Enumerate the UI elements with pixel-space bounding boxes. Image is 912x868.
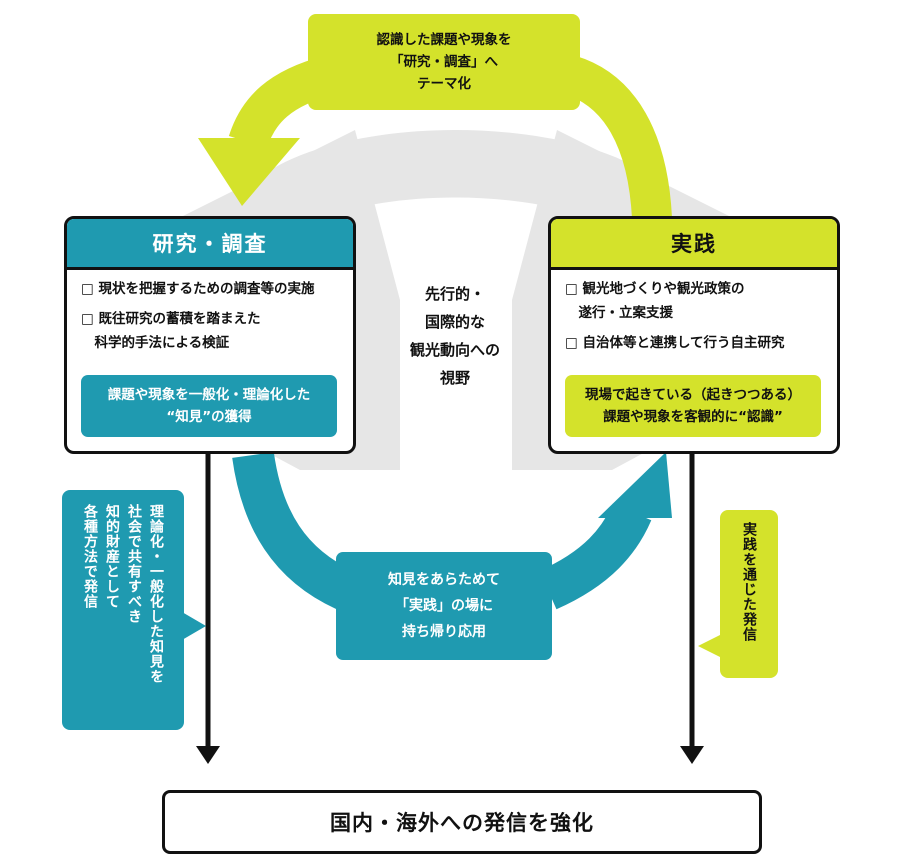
practice-item-policy: □ 観光地づくりや観光政策の 遂行・立案支援 <box>565 277 744 325</box>
apply-knowledge-box: 知見をあらためて 「実践」の場に 持ち帰り応用 <box>336 552 552 660</box>
right-callout-tail <box>698 634 722 658</box>
center-vision-line: 視野 <box>439 369 470 387</box>
center-vision-line: 先行的・ <box>424 285 485 303</box>
center-vision-line: 国際的な <box>424 313 485 331</box>
practice-item-research: □ 自治体等と連携して行う自主研究 <box>565 331 785 355</box>
final-goal-box: 国内・海外への発信を強化 <box>162 790 762 854</box>
research-item-line: 科学的手法による検証 <box>81 335 230 351</box>
left-dissemination-text: 理論化・一般化した知見を 社会で共有すべき 知的財産として 各種方法で発信 <box>79 504 167 716</box>
arrow-to-research-head <box>198 138 300 206</box>
final-goal-text: 国内・海外への発信を強化 <box>330 811 594 835</box>
arc-from-practice <box>563 55 672 220</box>
arc-from-research <box>232 451 355 610</box>
research-output-arrowhead <box>196 746 220 764</box>
research-highlight-line: “知見”の獲得 <box>166 409 252 425</box>
left-callout-column: 知的財産として <box>104 504 120 609</box>
apply-knowledge-line: 「実践」の場に <box>395 598 493 614</box>
top-theme-line: テーマ化 <box>417 76 471 92</box>
research-item-verification: □ 既往研究の蓄積を踏まえた 科学的手法による検証 <box>81 307 260 355</box>
right-dissemination-text: 実践を通じた発信 <box>741 522 757 642</box>
top-theme-line: 「研究・調査」へ <box>390 54 498 70</box>
top-theme-line: 認識した課題や現象を <box>376 32 512 48</box>
practice-highlight-line: 課題や現象を客観的に“認識” <box>603 409 783 425</box>
research-item-survey: □ 現状を把握するための調査等の実施 <box>81 277 314 301</box>
practice-highlight: 現場で起きている（起きつつある） 課題や現象を客観的に“認識” <box>565 375 821 437</box>
research-item-line: □ 現状を把握するための調査等の実施 <box>81 281 315 297</box>
practice-output-arrowhead <box>680 746 704 764</box>
center-vision-text: 先行的・ 国際的な 観光動向への 視野 <box>370 280 540 392</box>
practice-item-line: □ 自治体等と連携して行う自主研究 <box>565 335 785 351</box>
research-panel-title: 研究・調査 <box>67 219 353 270</box>
left-callout-column: 理論化・一般化した知見を <box>148 504 164 684</box>
arrow-to-practice <box>539 503 652 610</box>
left-callout-column: 各種方法で発信 <box>82 504 98 609</box>
practice-panel-title: 実践 <box>551 219 837 270</box>
practice-item-line: □ 観光地づくりや観光政策の <box>565 281 745 297</box>
research-highlight-line: 課題や現象を一般化・理論化した <box>107 387 311 403</box>
arrow-to-practice-head <box>598 452 672 518</box>
apply-knowledge-line: 持ち帰り応用 <box>402 624 486 640</box>
background-ring-top <box>245 130 667 250</box>
right-dissemination-callout: 実践を通じた発信 <box>720 510 778 678</box>
practice-item-line: 遂行・立案支援 <box>565 305 673 321</box>
research-item-line: □ 既往研究の蓄積を踏まえた <box>81 311 261 327</box>
practice-panel: 実践 □ 観光地づくりや観光政策の 遂行・立案支援 □ 自治体等と連携して行う自… <box>548 216 840 454</box>
practice-highlight-line: 現場で起きている（起きつつある） <box>585 387 801 403</box>
left-dissemination-callout: 理論化・一般化した知見を 社会で共有すべき 知的財産として 各種方法で発信 <box>62 490 184 730</box>
left-callout-column: 社会で共有すべき <box>126 504 142 624</box>
top-theme-box: 認識した課題や現象を 「研究・調査」へ テーマ化 <box>308 14 580 110</box>
research-highlight: 課題や現象を一般化・理論化した “知見”の獲得 <box>81 375 337 437</box>
center-vision-line: 観光動向への <box>409 341 500 359</box>
left-callout-tail <box>182 612 206 640</box>
apply-knowledge-line: 知見をあらためて <box>388 572 500 588</box>
research-panel: 研究・調査 □ 現状を把握するための調査等の実施 □ 既往研究の蓄積を踏まえた … <box>64 216 356 454</box>
